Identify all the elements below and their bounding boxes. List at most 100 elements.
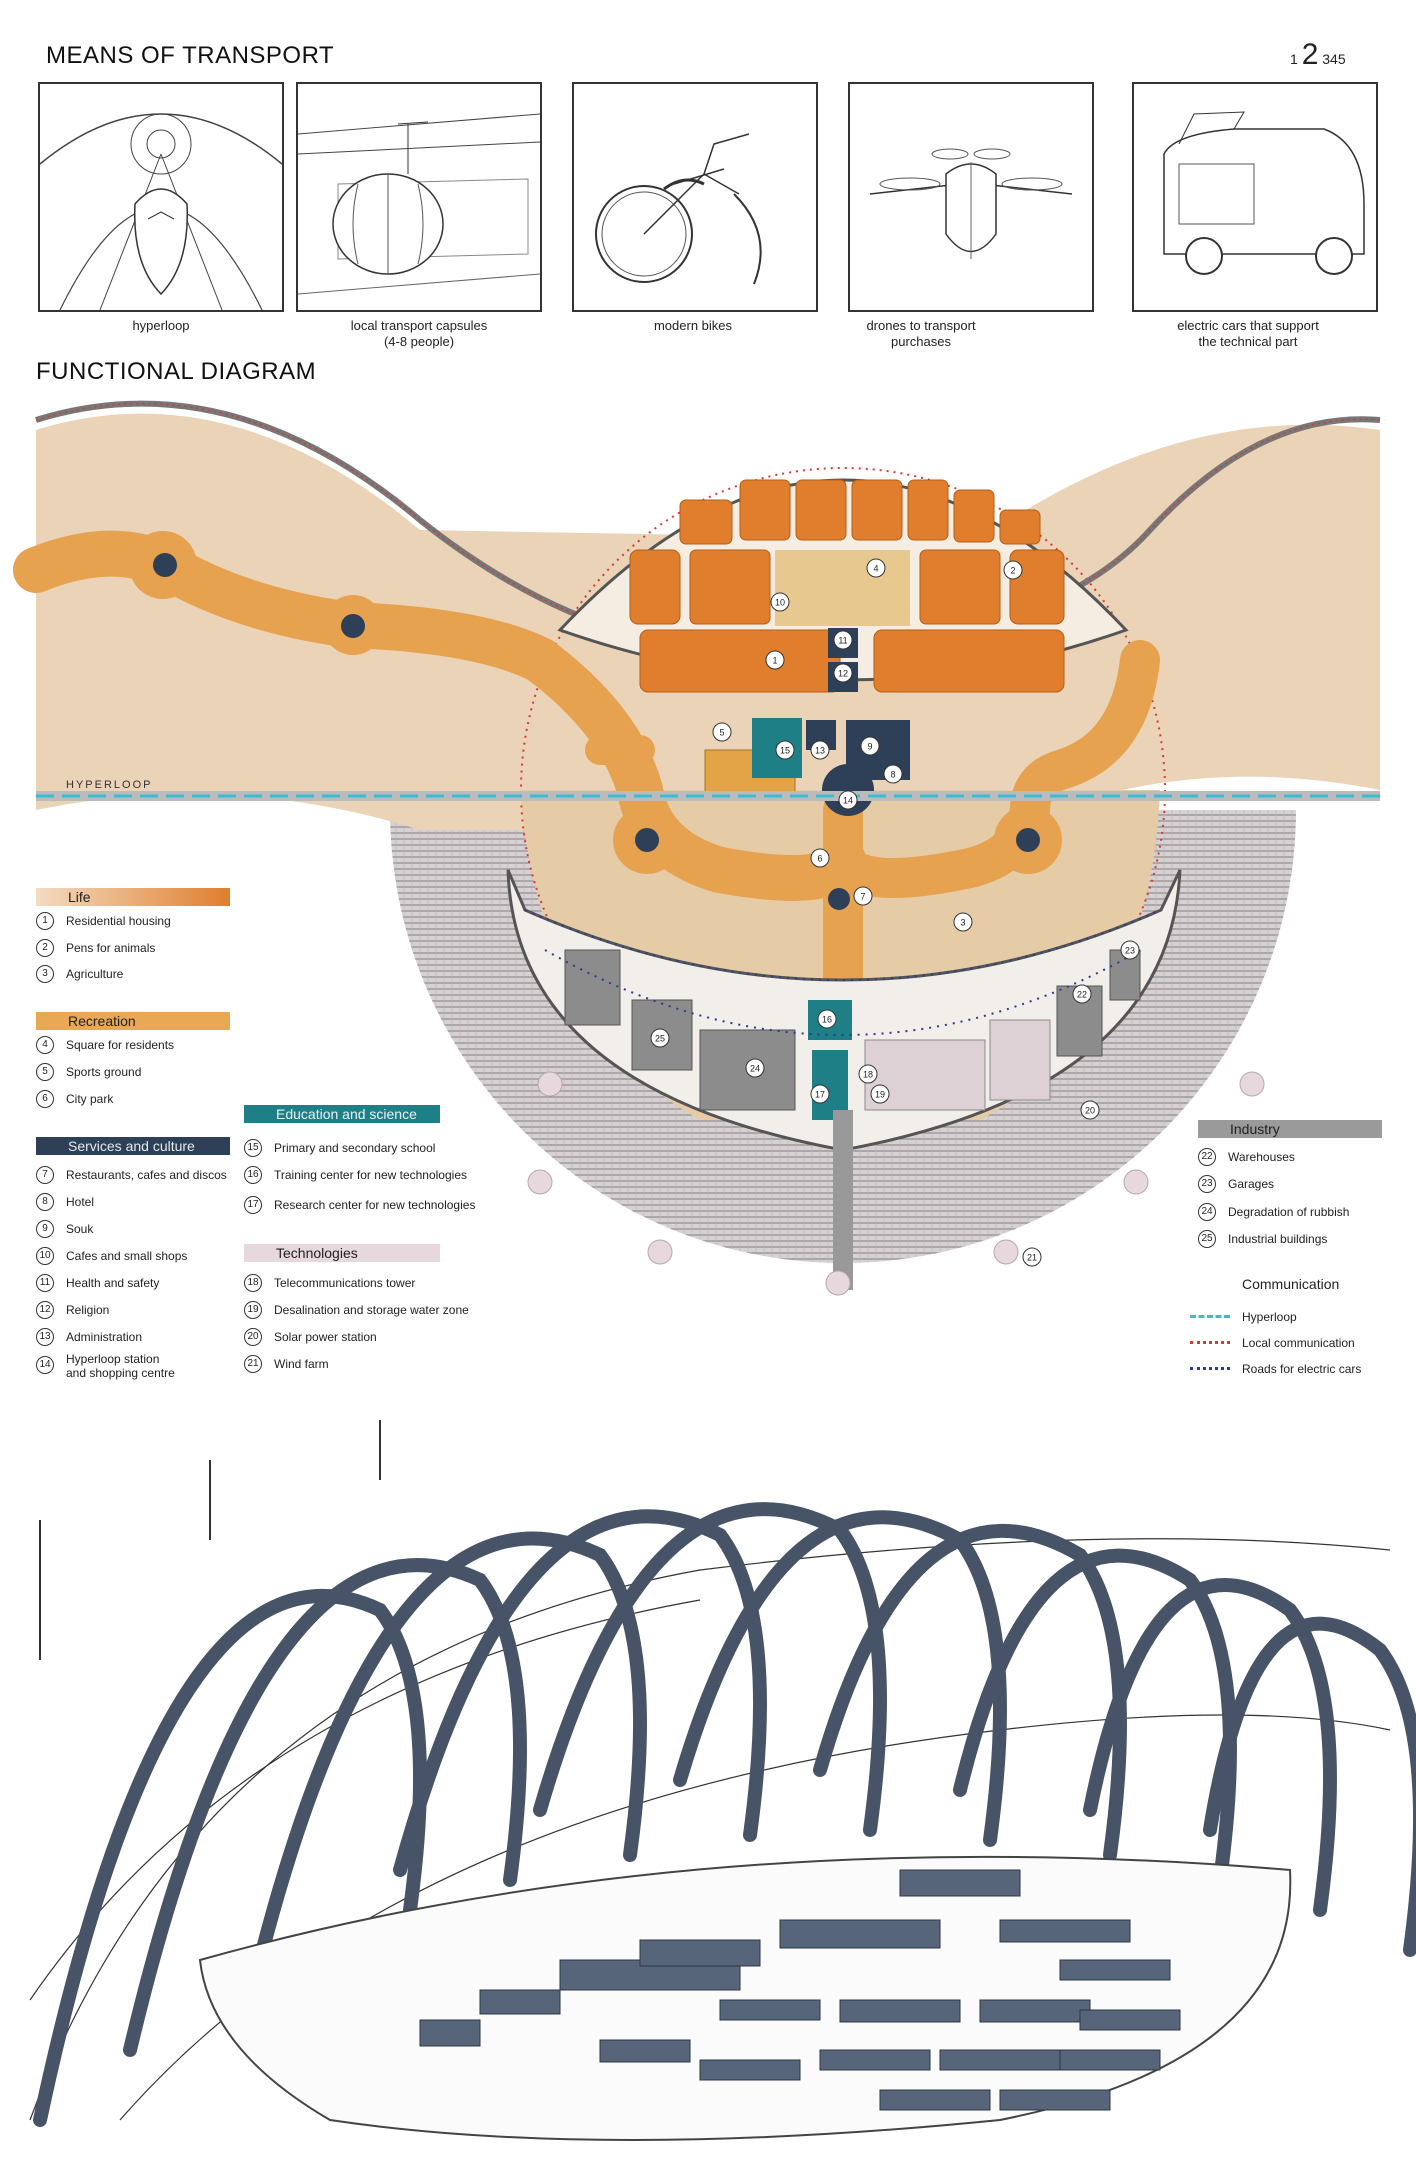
marker-label: 2 — [1010, 566, 1015, 576]
bike-sketch — [572, 82, 818, 312]
legend-technologies-title: Technologies — [244, 1244, 440, 1262]
city-block — [1059, 2049, 1161, 2071]
transport-caption: electric cars that support the technical… — [1177, 318, 1319, 349]
marker-label: 11 — [838, 636, 847, 646]
legend-education-title: Education and science — [244, 1105, 440, 1123]
city-block — [1059, 1959, 1171, 1981]
city-block — [599, 2039, 691, 2063]
city-block — [819, 2049, 931, 2071]
marker-circle — [745, 1058, 765, 1078]
arch — [393, 1509, 767, 1877]
marker-circle — [1072, 984, 1092, 1004]
marker-circle — [953, 912, 973, 932]
capsule-sketch — [296, 82, 542, 312]
city-block — [999, 1919, 1131, 1943]
marker-circle — [1003, 560, 1023, 580]
hyperloop-sketch-icon — [39, 113, 283, 311]
wind-turbine-icons — [39, 1420, 381, 1660]
marker-label: 5 — [719, 728, 724, 738]
page-number[interactable]: 345 — [1322, 51, 1346, 67]
marker-label: 22 — [1077, 990, 1087, 1000]
square-for-residents — [775, 550, 910, 626]
marker-circle — [765, 650, 785, 670]
legend-life-title: Life — [36, 888, 230, 906]
marker-circle — [860, 736, 880, 756]
car-sketch-icon — [1163, 111, 1365, 275]
marker-circle — [870, 1084, 890, 1104]
marker-label: 20 — [1085, 1106, 1095, 1116]
marker-circle — [1080, 1100, 1100, 1120]
functional-diagram: HYPERLOOP 123456789101112131415161718192… — [13, 400, 1381, 1296]
arch — [1083, 1578, 1337, 1917]
park-pavilions — [153, 553, 1040, 910]
city-block — [699, 2059, 801, 2081]
page-title: MEANS OF TRANSPORT — [46, 42, 335, 69]
city-buildings — [419, 1869, 1181, 2111]
city-block — [999, 2089, 1111, 2111]
marker-label: 10 — [775, 598, 785, 608]
car-sketch — [1132, 82, 1378, 312]
city-block — [479, 1989, 561, 2015]
electric-car-road-swatch — [1190, 1367, 1230, 1371]
marker-label: 17 — [815, 1090, 825, 1100]
marker-circle — [833, 630, 853, 650]
capsule-sketch-icon — [297, 113, 541, 295]
current-page-number[interactable]: 2 — [1301, 38, 1319, 71]
marker-circle — [810, 740, 830, 760]
marker-circle — [883, 764, 903, 784]
marker-circle — [650, 1028, 670, 1048]
local-communication-swatch — [1190, 1341, 1230, 1345]
perspective-sketch — [29, 1420, 1416, 2141]
desalination-zone — [864, 1019, 1051, 1111]
city-base — [198, 1855, 1292, 2141]
city-block — [879, 2089, 991, 2111]
hyperloop-swatch — [1190, 1315, 1230, 1319]
city-block — [899, 1869, 1021, 1897]
hyperloop-sketch — [38, 82, 284, 312]
dome-arches — [33, 1502, 1416, 2127]
arch — [673, 1510, 1007, 1847]
arch — [33, 1588, 427, 2127]
marker-label: 24 — [750, 1064, 760, 1074]
residential-blocks — [629, 479, 1065, 693]
marker-circle — [817, 1009, 837, 1029]
city-block — [839, 1999, 961, 2023]
legend-item: Roads for electric cars — [1190, 1358, 1361, 1378]
legend-industry-title: Industry — [1198, 1120, 1382, 1138]
marker-circle — [810, 848, 830, 868]
city-block — [979, 1999, 1091, 2023]
hyperloop-station — [822, 764, 874, 816]
page-number[interactable]: 1 — [1290, 51, 1298, 67]
city-block — [419, 2019, 481, 2047]
marker-label: 3 — [960, 918, 965, 928]
marker-label: 8 — [890, 770, 895, 780]
city-block — [939, 2049, 1061, 2071]
marker-circle — [712, 722, 732, 742]
marker-circle — [770, 592, 790, 612]
marker-label: 25 — [655, 1034, 665, 1044]
wind-farm-turbines — [527, 1071, 1265, 1296]
diagram-title: FUNCTIONAL DIAGRAM — [36, 358, 317, 385]
city-block — [639, 1939, 761, 1967]
marker-circle — [866, 558, 886, 578]
marker-label: 16 — [822, 1015, 832, 1025]
local-communication-route — [35, 402, 1381, 656]
marker-circle — [858, 1064, 878, 1084]
bike-sketch-icon — [595, 133, 762, 285]
page-indicator[interactable]: 1 2 345 — [1290, 38, 1346, 72]
transport-caption: local transport capsules (4-8 people) — [350, 318, 488, 349]
